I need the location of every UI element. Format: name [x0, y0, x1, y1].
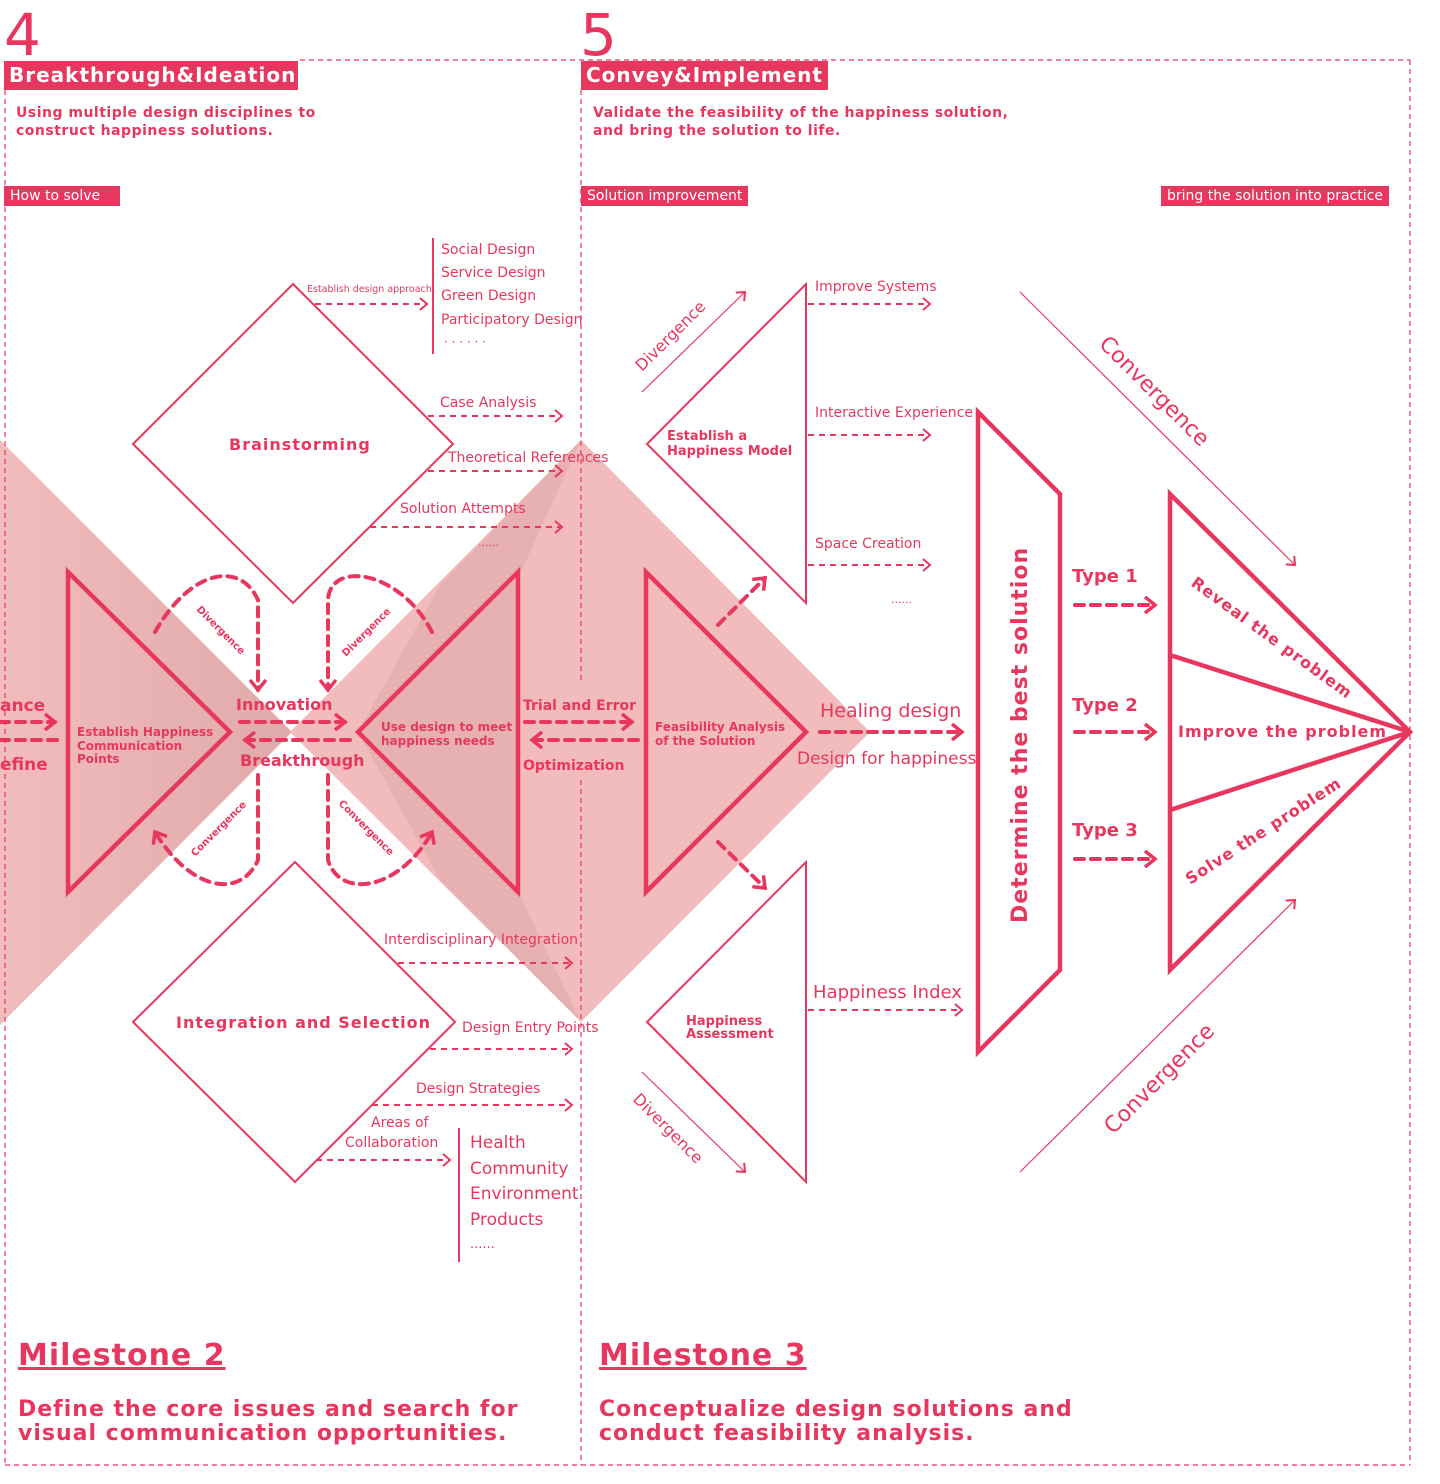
space-label: Space Creation — [815, 536, 921, 552]
areas-label: Collaboration — [345, 1135, 438, 1151]
establish-label: Communication — [77, 739, 182, 753]
divergence-arrow — [641, 1071, 747, 1174]
phase-number: 4 — [4, 1, 41, 69]
case-analysis-label: Case Analysis — [440, 395, 536, 411]
feasibility-triangle — [643, 566, 810, 898]
area-item: Products — [470, 1210, 544, 1230]
section-tag: How to solve — [4, 186, 120, 206]
trial-label: Trial and Error — [523, 698, 636, 714]
use-design-triangle — [354, 566, 521, 898]
divergence-label: Divergence — [629, 1089, 707, 1167]
overlap-region — [358, 440, 581, 1022]
type-label: Type 1 — [1072, 566, 1138, 587]
healing-label: Healing design — [820, 700, 961, 722]
innovation-label: Innovation — [236, 695, 332, 714]
strategies-label: Design Strategies — [416, 1081, 540, 1097]
area-item: Environment — [470, 1184, 579, 1204]
section-tag: Solution improvement — [581, 186, 749, 206]
establish-triangle — [65, 566, 234, 898]
breakthrough-label: Breakthrough — [240, 751, 365, 770]
feasibility-label: Feasibility Analysis — [655, 720, 785, 734]
assessment-triangle — [645, 859, 807, 1185]
phase-number: 5 — [580, 1, 617, 69]
milestone-title: Milestone 3 — [599, 1338, 807, 1373]
area-item: Health — [470, 1133, 526, 1153]
partial-label: ance — [0, 696, 45, 716]
convergence-label: Convergence — [1094, 332, 1214, 452]
approach-item: Participatory Design — [441, 312, 582, 328]
attempts-more: ...... — [478, 536, 499, 549]
approach-item: Social Design — [441, 242, 535, 258]
approach-item: · · · · · · — [444, 335, 486, 349]
best-solution-label: Determine the best solution — [1008, 547, 1033, 923]
entry-label: Design Entry Points — [462, 1020, 599, 1036]
outcome-divider — [1169, 652, 1411, 735]
area-item: ...... — [470, 1237, 495, 1252]
solve-label: Solve the problem — [1182, 773, 1345, 888]
happiness-design-label: Design for happiness — [797, 749, 976, 769]
milestone-title: Milestone 2 — [18, 1338, 226, 1373]
feasibility-label: of the Solution — [655, 734, 755, 748]
phase-description: Using multiple design disciplines to cons… — [16, 104, 316, 140]
areas-label: Areas of — [371, 1115, 430, 1131]
improve-label: Improve the problem — [1178, 722, 1387, 741]
phase-title: Breakthrough&Ideation — [4, 61, 298, 90]
establish-label: Points — [77, 752, 120, 766]
use-design-label: happiness needs — [381, 734, 495, 748]
convergence-arrow — [1019, 291, 1297, 567]
assessment-label: Assessment — [686, 1027, 774, 1042]
type-label: Type 2 — [1072, 695, 1138, 716]
desc-line: conduct feasibility analysis. — [599, 1421, 975, 1446]
attempts-label: Solution Attempts — [400, 501, 526, 517]
desc-line: construct happiness solutions. — [16, 123, 274, 139]
thin-arrows — [315, 297, 964, 1167]
use-design-label: Use design to meet — [381, 720, 512, 734]
left-pink-region — [0, 440, 292, 1025]
approach-label: Establish design approach — [307, 284, 432, 295]
divergence-label: Divergence — [631, 297, 709, 375]
brainstorming-diamond — [131, 282, 455, 605]
model-label: Happiness Model — [667, 444, 792, 459]
approach-item: Service Design — [441, 265, 546, 281]
frame-lines — [4, 59, 1411, 1466]
interdisc-label: Interdisciplinary Integration — [384, 932, 578, 948]
desc-line: Using multiple design disciplines to — [16, 105, 316, 121]
establish-label: Establish Happiness — [77, 725, 213, 739]
theory-label: Theoretical References — [447, 450, 608, 466]
model-label: Establish a — [667, 429, 747, 444]
convergence-label: Convergence — [1100, 1019, 1220, 1139]
integration-diamond — [131, 860, 457, 1184]
outcome-divider — [1169, 729, 1411, 813]
area-item: Community — [470, 1159, 568, 1179]
model-more: ...... — [891, 593, 912, 606]
bold-arrows — [0, 574, 1155, 890]
partial-label: efine — [0, 755, 48, 775]
approach-item: Green Design — [441, 288, 536, 304]
interactive-label: Interactive Experience — [815, 405, 973, 421]
outcome-triangle — [1167, 488, 1414, 976]
desc-line: Validate the feasibility of the happines… — [593, 105, 1009, 121]
assessment-label: Happiness — [686, 1014, 763, 1029]
convergence-arrow — [1019, 898, 1297, 1173]
integration-label: Integration and Selection — [176, 1013, 431, 1032]
right-pink-diamond — [290, 440, 870, 1022]
type-label: Type 3 — [1072, 820, 1138, 841]
happiness-model-triangle — [645, 281, 807, 606]
optimization-label: Optimization — [523, 758, 624, 774]
desc-line: Define the core issues and search for — [18, 1397, 519, 1422]
phase-description: Validate the feasibility of the happines… — [593, 104, 1008, 140]
best-solution-trapezoid — [975, 406, 1063, 1058]
phase-title: Convey&Implement — [581, 61, 828, 90]
improve-systems-label: Improve Systems — [815, 279, 937, 295]
desc-line: and bring the solution to life. — [593, 123, 841, 139]
brainstorming-label: Brainstorming — [229, 435, 371, 454]
divergence-arrow — [641, 290, 747, 393]
section-tag: bring the solution into practice — [1161, 186, 1389, 206]
desc-line: visual communication opportunities. — [18, 1421, 508, 1446]
desc-line: Conceptualize design solutions and — [599, 1397, 1073, 1422]
happiness-index-label: Happiness Index — [813, 982, 962, 1003]
